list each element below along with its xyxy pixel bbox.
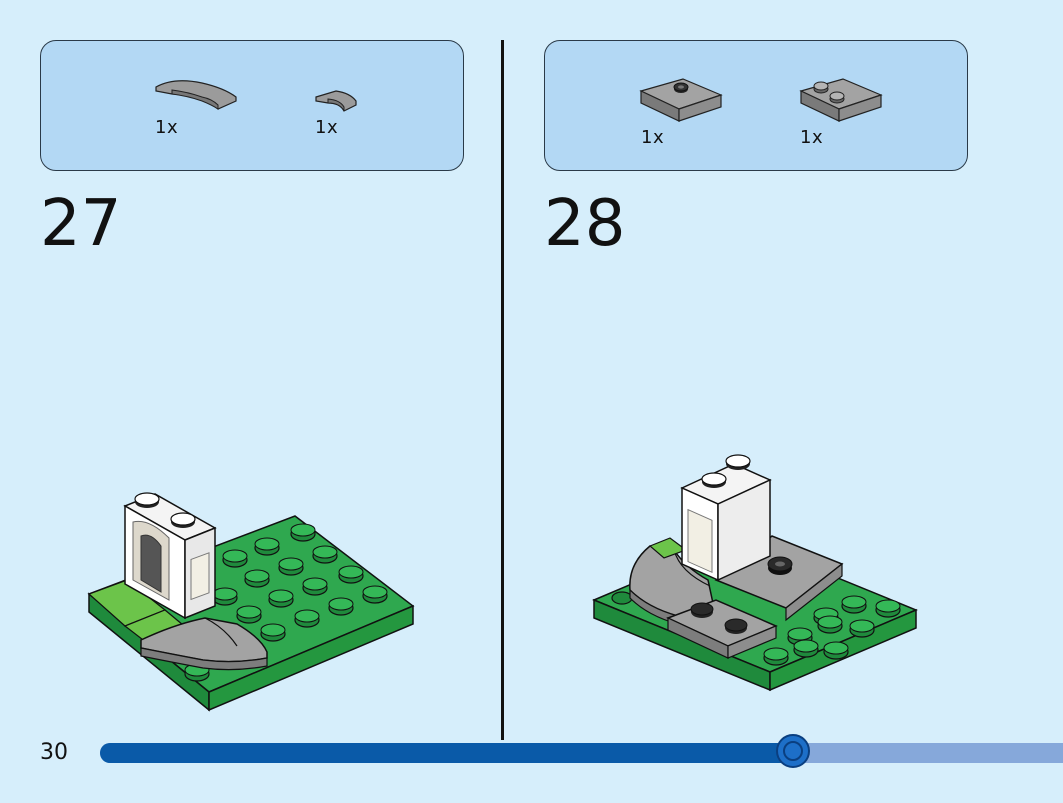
part-quantity: 1x: [641, 127, 665, 148]
quarter-round-tile-icon: [314, 89, 360, 113]
part-quantity: 1x: [315, 117, 339, 138]
parts-list-step-27: 1x 1x: [40, 40, 464, 171]
progress-bar: [100, 734, 1063, 768]
progress-fill: [100, 743, 794, 763]
build-illustration-step-28: [590, 440, 920, 716]
step-number: 27: [40, 187, 122, 261]
build-illustration-step-27: [85, 488, 420, 720]
plate-2x2-icon: [799, 75, 883, 125]
jumper-plate-icon: [639, 77, 723, 125]
curved-tile-icon: [154, 79, 240, 111]
part-quantity: 1x: [800, 127, 824, 148]
part-quantity: 1x: [155, 117, 179, 138]
page-divider: [501, 40, 504, 740]
step-number: 28: [544, 187, 626, 261]
page-number: 30: [40, 740, 68, 765]
parts-list-step-28: 1x 1x: [544, 40, 968, 171]
progress-knob: [776, 734, 811, 768]
